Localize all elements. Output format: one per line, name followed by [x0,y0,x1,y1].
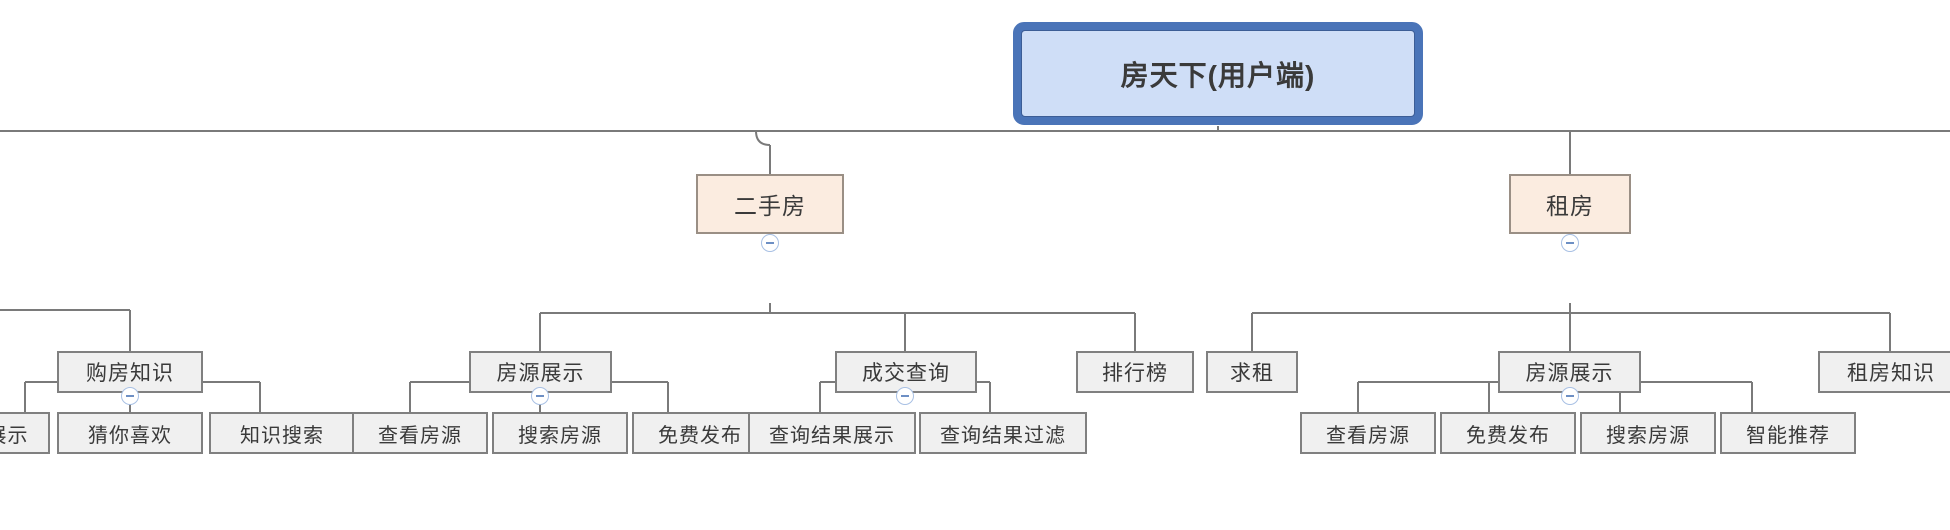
node-sousuofangyuan-zufang[interactable]: 搜索房源 [1580,412,1716,454]
node-chakanfangyuan-zufang[interactable]: 查看房源 [1300,412,1436,454]
node-mianfeifabu-zufang[interactable]: 免费发布 [1440,412,1576,454]
node-qiuzu[interactable]: 求租 [1206,351,1298,393]
minus-icon [1566,395,1574,397]
node-label: 购房知识 [86,362,174,385]
minus-icon [126,395,134,397]
node-label: 查询结果展示 [769,424,895,447]
node-label: 免费发布 [658,424,742,447]
node-label: 查看房源 [378,424,462,447]
node-label: 知识搜索 [240,424,324,447]
node-label: 租房 [1546,193,1594,219]
node-label: 房源展示 [1525,362,1614,385]
node-label: 免费发布 [1466,424,1550,447]
collapse-toggle-goufangzhishi[interactable] [121,387,139,405]
node-label: 房源展示 [496,362,585,385]
node-label: 成交查询 [862,362,950,385]
node-label: 猜你喜欢 [88,424,172,447]
node-chaxunjieguoguolv[interactable]: 查询结果过滤 [919,412,1087,454]
collapse-toggle-chengjiaochaxun[interactable] [896,387,914,405]
node-label: 求租 [1230,362,1274,385]
minus-icon [536,395,544,397]
node-ershoufang[interactable]: 二手房 [696,174,844,234]
node-chaxunjieguozhanshi[interactable]: 查询结果展示 [748,412,916,454]
node-label: 智能推荐 [1746,424,1830,447]
node-chakanfangyuan-ershoufang[interactable]: 查看房源 [352,412,488,454]
node-label: 查看房源 [1326,424,1410,447]
node-zufangzhishi[interactable]: 租房知识 [1818,351,1950,393]
minus-icon [1566,242,1574,244]
node-label: 搜索房源 [518,424,602,447]
collapse-toggle-fangyuanzhanshi-zufang[interactable] [1561,387,1579,405]
node-label: 排行榜 [1102,362,1168,385]
node-label: 搜索房源 [1606,424,1690,447]
collapse-toggle-ershoufang[interactable] [761,234,779,252]
node-mianfeifabu-ershoufang[interactable]: 免费发布 [632,412,768,454]
node-paihangbang[interactable]: 排行榜 [1076,351,1194,393]
collapse-toggle-zufang[interactable] [1561,234,1579,252]
node-zhishisousuo[interactable]: 知识搜索 [209,412,355,454]
node-cainixihuan[interactable]: 猜你喜欢 [57,412,203,454]
node-sousuofangyuan-ershoufang[interactable]: 搜索房源 [492,412,628,454]
node-zhinengtuijian[interactable]: 智能推荐 [1720,412,1856,454]
node-fangyuanzhanshi-zufang[interactable]: 房源展示 [1498,351,1641,393]
node-zhanshi[interactable]: 展示 [0,412,50,454]
node-label: 租房知识 [1847,362,1935,385]
node-chengjiaochaxun[interactable]: 成交查询 [835,351,977,393]
minus-icon [766,242,774,244]
node-label: 查询结果过滤 [940,424,1066,447]
root-node-selection[interactable]: 房天下(用户端) [1013,22,1423,125]
root-node[interactable]: 房天下(用户端) [1021,30,1415,117]
node-label: 展示 [0,424,29,447]
minus-icon [901,395,909,397]
node-zufang[interactable]: 租房 [1509,174,1631,234]
root-node-label: 房天下(用户端) [1120,59,1316,91]
collapse-toggle-fangyuanzhanshi-ershoufang[interactable] [531,387,549,405]
node-label: 二手房 [734,193,806,219]
